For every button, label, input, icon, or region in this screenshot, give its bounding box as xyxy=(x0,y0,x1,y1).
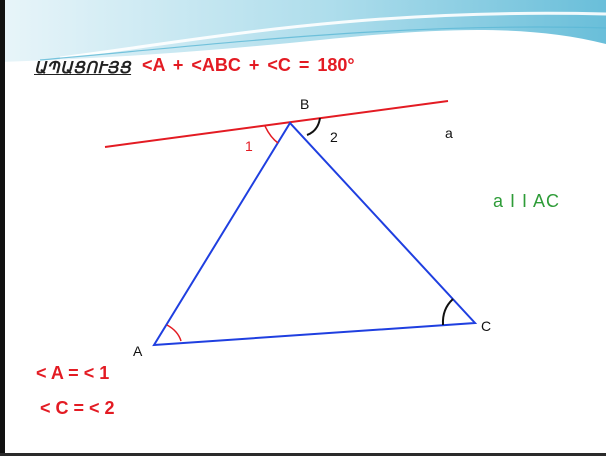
vertex-label-b: B xyxy=(300,96,310,112)
angle-a-arc xyxy=(166,324,182,342)
angle-2-arc xyxy=(306,117,321,136)
parallel-line-a xyxy=(104,100,449,148)
angle-1-arc xyxy=(264,125,279,144)
angle-label-2: 2 xyxy=(330,129,338,145)
vertex-label-a: A xyxy=(133,343,143,359)
header-wave-highlight xyxy=(59,11,606,60)
bottom-edge-line xyxy=(0,453,606,456)
left-edge-bar xyxy=(0,0,5,456)
angle-label-1: 1 xyxy=(245,138,253,154)
conclusion-angle-a: < A = < 1 xyxy=(36,363,110,383)
angle-sum-equation: <A + <ABC + <C = 180° xyxy=(142,55,355,75)
parallel-statement: a I I AC xyxy=(493,191,561,211)
angle-c-arc xyxy=(441,298,454,326)
vertex-label-c: C xyxy=(481,318,492,334)
conclusion-angle-c: < C = < 2 xyxy=(40,398,115,418)
triangle-abc xyxy=(152,121,478,347)
header-wave-line xyxy=(39,26,606,61)
proof-label: ԱՊԱՑՈՒՅՑ xyxy=(34,60,132,77)
line-label-a: a xyxy=(445,125,453,141)
